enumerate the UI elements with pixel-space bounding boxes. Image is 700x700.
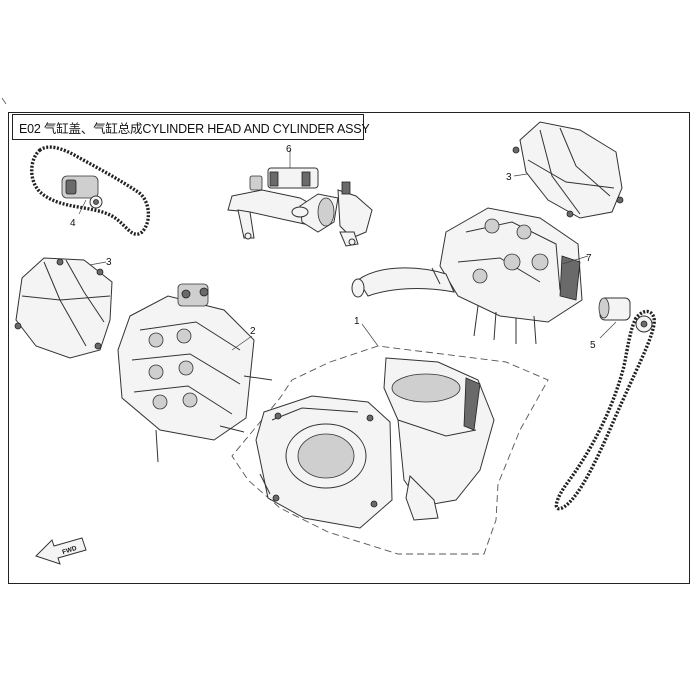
part-4-timing-chain — [30, 145, 150, 236]
callout-2: 2 — [250, 326, 256, 337]
part-2-cylinder-head — [117, 283, 273, 463]
callout-6: 6 — [286, 144, 292, 155]
part-1-cylinder-assembly — [231, 323, 549, 555]
callout-3-left: 3 — [106, 257, 112, 268]
edge-mark — [1, 97, 7, 105]
title-box: E02 气缸盖、气缸总成CYLINDER HEAD AND CYLINDER A… — [12, 114, 370, 140]
callout-4: 4 — [70, 218, 76, 229]
callout-3-right: 3 — [506, 172, 512, 183]
part-3-valve-cover-right — [512, 121, 624, 219]
callout-5: 5 — [590, 340, 596, 351]
part-7-cylinder-head-assembly — [351, 207, 589, 345]
callout-1: 1 — [354, 316, 360, 327]
part-6-intake-manifold — [227, 150, 373, 247]
diagram-title: E02 气缸盖、气缸总成CYLINDER HEAD AND CYLINDER A… — [19, 121, 370, 136]
part-5-timing-chain-right — [554, 297, 656, 511]
fwd-direction-arrow: FWD — [35, 537, 87, 565]
fwd-label: FWD — [61, 545, 78, 556]
callout-7: 7 — [586, 253, 592, 264]
diagram-frame — [8, 112, 690, 584]
part-3-valve-cover-left — [14, 257, 113, 359]
